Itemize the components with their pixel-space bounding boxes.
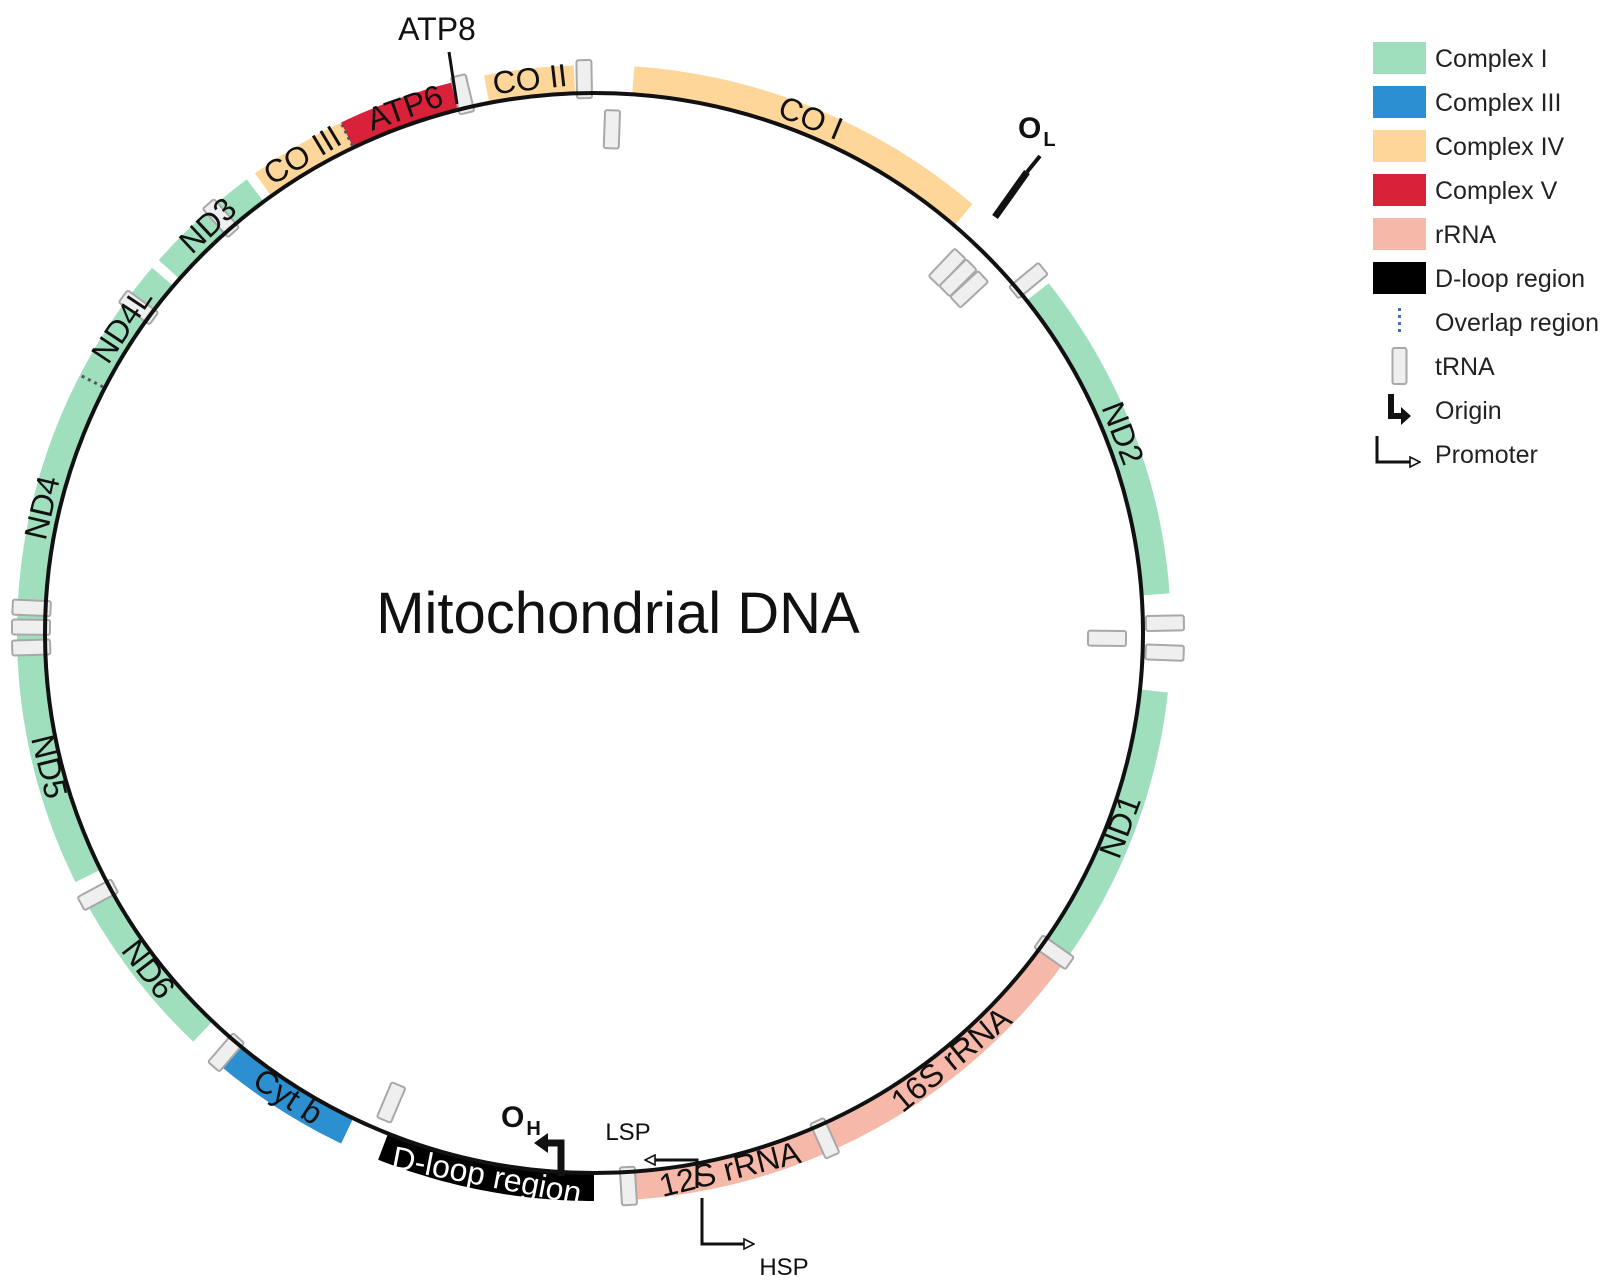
trna-mark [1144, 614, 1185, 632]
trna-mark [602, 109, 621, 150]
legend-label: Complex III [1435, 89, 1561, 117]
legend-item-dloop: D-loop region [1373, 262, 1585, 294]
label-nd4: ND4 [17, 472, 66, 542]
arc-nd2 [1026, 283, 1170, 596]
hsp-promoter-arrow-icon [700, 1198, 745, 1244]
origin-l-arrow-icon [1025, 154, 1042, 174]
trna-icon [1391, 347, 1408, 385]
label-d-loop-region: D-loop region [389, 1139, 584, 1211]
arc-nd3 [158, 179, 264, 279]
legend-swatch [1373, 130, 1426, 162]
origin-h-arrow-icon [534, 1133, 548, 1153]
legend-swatch [1373, 262, 1426, 294]
arc-co-iii [254, 122, 354, 197]
promoter-icon [1375, 436, 1411, 462]
legend-item-rrna: rRNA [1373, 218, 1496, 250]
legend-label: Promoter [1435, 441, 1538, 469]
trna-mark [10, 618, 52, 636]
legend-item-complex-iii: Complex III [1373, 86, 1561, 118]
trna-mark [1144, 643, 1185, 662]
legend-item-complex-i: Complex I [1373, 42, 1548, 74]
origin-icon [1388, 394, 1403, 419]
trna-mark [376, 1081, 406, 1124]
trna-mark [950, 270, 989, 308]
arc-nd1 [1043, 689, 1168, 959]
legend-label: Complex V [1435, 177, 1558, 205]
trna-mark [809, 1117, 840, 1160]
label-12s-rrna: 12S rRNA [656, 1134, 805, 1204]
arc-nd6 [89, 894, 213, 1042]
origin-l-sub: L [1043, 129, 1055, 151]
trna-mark [11, 598, 52, 618]
legend-label: D-loop region [1435, 265, 1585, 293]
legend-item-origin: Origin [1388, 394, 1502, 425]
trna-mark [1086, 629, 1128, 647]
legend: Complex I Complex III Complex IV Complex V r… [1373, 42, 1599, 469]
legend-item-promoter: Promoter [1375, 436, 1538, 469]
label-co-iii: CO III [257, 118, 347, 192]
legend-item-complex-v: Complex V [1373, 174, 1558, 206]
lsp-label: LSP [605, 1119, 650, 1146]
arc-nd4l [79, 267, 174, 388]
label-nd5: ND5 [24, 731, 74, 802]
arc-nd5 [17, 651, 101, 883]
arc-atp6 [341, 79, 471, 148]
legend-label: Complex IV [1435, 133, 1565, 161]
legend-item-complex-iv: Complex IV [1373, 130, 1565, 162]
legend-label: rRNA [1435, 221, 1496, 249]
trna-mark [11, 638, 52, 657]
hsp-label: HSP [759, 1254, 808, 1281]
atp8-leader-line [447, 51, 459, 105]
arc-d-loop-region [378, 1133, 594, 1201]
arc-12s-rrna [632, 1126, 829, 1200]
legend-swatch [1373, 86, 1426, 118]
center-title: Mitochondrial DNA [376, 581, 860, 646]
arc-nd4 [17, 374, 105, 643]
legend-label: Complex I [1435, 45, 1548, 73]
gene-arcs [17, 65, 1170, 1201]
legend-swatch [1373, 218, 1426, 250]
arc-co-ii [483, 65, 576, 103]
label-nd1: ND1 [1092, 790, 1148, 863]
atp8-label: ATP8 [398, 11, 476, 47]
origin-l-main: O [1018, 112, 1041, 145]
label-16s-rrna: 16S rRNA [884, 999, 1019, 1119]
arc-co-i [632, 66, 973, 226]
arc-16s-rrna [817, 942, 1067, 1152]
label-atp6: ATP6 [362, 77, 447, 137]
legend-label: Overlap region [1435, 309, 1599, 337]
arc-cyt-b [223, 1046, 354, 1144]
legend-label: Origin [1435, 397, 1502, 425]
trna-mark [575, 59, 593, 100]
origin-h-icon [546, 1139, 565, 1176]
legend-item-overlap: Overlap region [1398, 308, 1599, 337]
origin-h-main: O [501, 1101, 524, 1134]
dna-backbone-circle [43, 91, 1145, 1175]
origin-h-sub: H [526, 1118, 540, 1140]
label-co-ii: CO II [491, 57, 569, 101]
label-nd4l: ND4L [84, 281, 159, 369]
legend-label: tRNA [1435, 353, 1495, 381]
origin-arrowhead-icon [1401, 407, 1411, 425]
legend-item-trna: tRNA [1391, 347, 1495, 385]
legend-swatch [1373, 42, 1426, 74]
trna-mark [618, 1165, 638, 1207]
origin-l-icon [992, 169, 1030, 220]
legend-swatch [1373, 174, 1426, 206]
lsp-promoter-arrow-icon [654, 1160, 699, 1188]
